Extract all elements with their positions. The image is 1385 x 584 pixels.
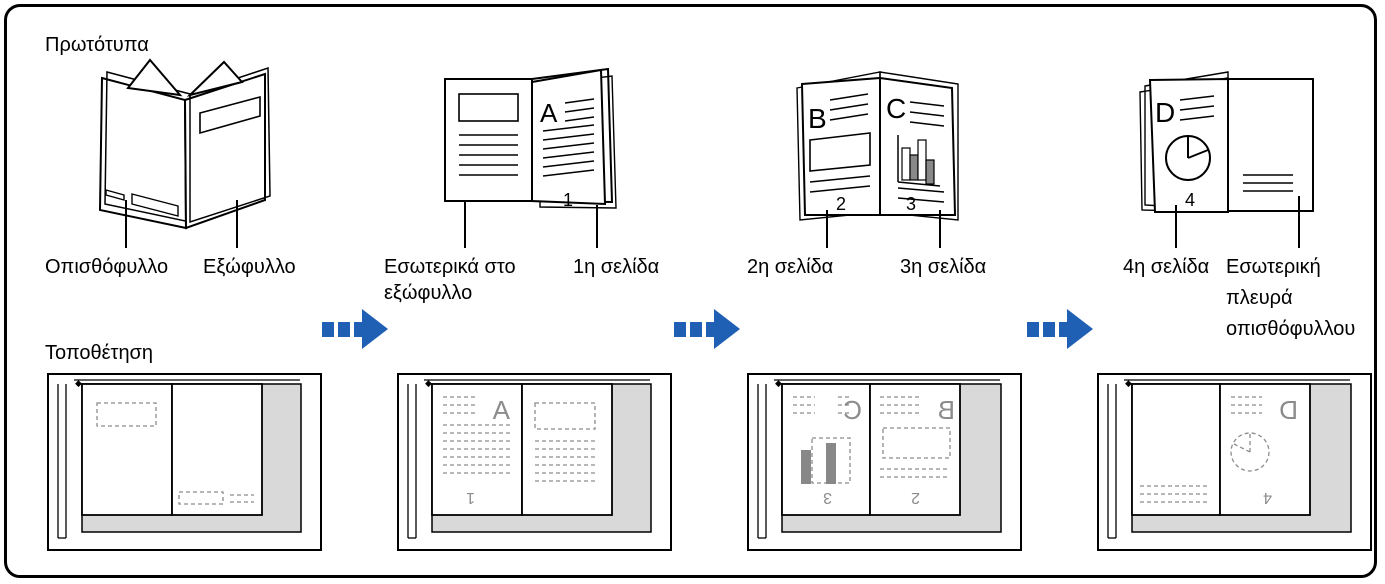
scanner-glass-icon: ◆ C B 3 2 [747,373,1022,551]
mirrored-page-3: 3 [823,489,832,506]
originals-title: Πρωτότυπα [45,34,149,56]
page3-label: 3η σελίδα [900,256,987,278]
inside-back-label-1: Εσωτερική [1226,256,1321,278]
book-icon [444,67,617,209]
mirrored-letter-a: A [492,395,510,425]
page-letter-c: C [886,93,906,124]
placement-title: Τοποθέτηση [45,342,154,364]
page-letter-b: B [808,103,827,134]
mirrored-letter-b: B [938,395,955,425]
mirrored-letter-c: C [843,395,862,425]
scanner-glass-icon: ◆ [47,373,322,551]
inside-front-label-1: Εσωτερικά στο [384,256,516,278]
inside-back-label-3: οπισθόφυλλου [1226,318,1356,340]
svg-text:◆: ◆ [425,378,432,388]
pie-chart-icon [1165,135,1211,181]
mirrored-letter-d: D [1279,395,1298,425]
page-letter-a: A [540,98,558,128]
page1-label: 1η σελίδα [573,256,660,278]
mirrored-page-2: 2 [911,489,920,506]
page-number-2: 2 [836,194,846,214]
diagram-frame [4,4,1377,578]
svg-text:◆: ◆ [1125,378,1132,388]
svg-text:◆: ◆ [775,378,782,388]
book-icon [796,71,959,221]
page-number-1: 1 [563,190,573,210]
mirrored-bar-chart [801,443,836,484]
bar-chart-icon [897,135,941,187]
page4-label: 4η σελίδα [1123,256,1210,278]
book-icon [98,58,271,230]
mirrored-page-1: 1 [466,489,475,506]
mirrored-page-4: 4 [1263,489,1272,506]
front-cover-label: Εξώφυλλο [203,256,296,278]
page-number-4: 4 [1185,190,1195,210]
page-number-3: 3 [906,194,916,214]
scanner-glass-icon: ◆ D 4 [1097,373,1372,551]
page-letter-d: D [1155,97,1175,128]
inside-back-label-2: πλευρά [1226,287,1293,309]
arrow-right-icon [1027,309,1093,349]
inside-front-label-2: εξώφυλλο [384,282,473,304]
svg-text:◆: ◆ [75,378,82,388]
scanner-glass-icon: ◆ A 1 [397,373,672,551]
arrow-right-icon [674,309,740,349]
back-cover-label: Οπισθόφυλλο [45,256,169,278]
arrow-right-icon [322,309,388,349]
page2-label: 2η σελίδα [747,256,834,278]
